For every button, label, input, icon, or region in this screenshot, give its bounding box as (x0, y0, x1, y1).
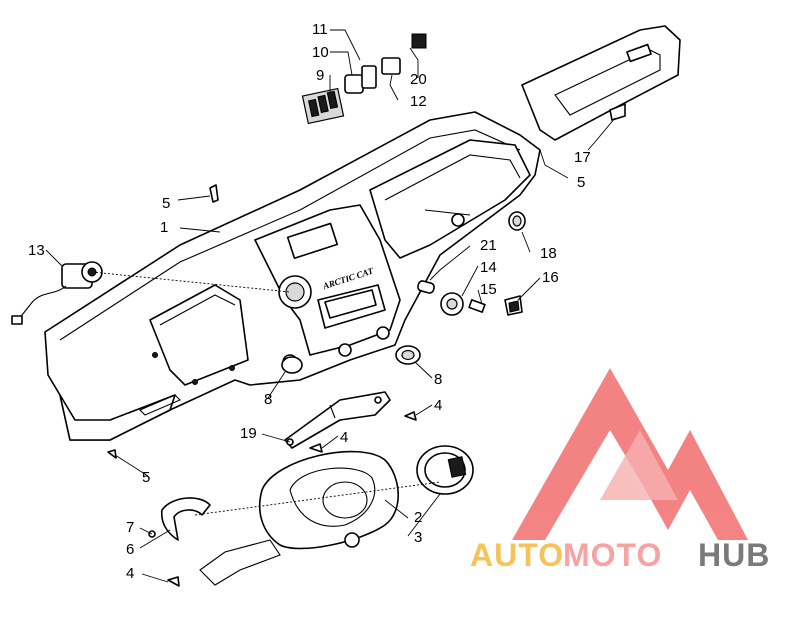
callout-17: 17 (574, 149, 591, 166)
callout-4-bottom: 4 (126, 565, 134, 582)
callout-7: 7 (126, 519, 134, 536)
callout-1: 1 (160, 219, 168, 236)
watermark-hub: HUB (698, 537, 770, 573)
callout-labels: 11 10 9 20 12 17 5 1 5 13 21 18 14 15 16… (28, 21, 591, 582)
watermark-moto: MOTO (563, 537, 662, 573)
callout-16: 16 (542, 269, 559, 286)
fasteners (107, 184, 219, 459)
callout-3: 3 (414, 529, 422, 546)
callout-15: 15 (480, 281, 497, 298)
callout-19: 19 (240, 425, 257, 442)
callout-18: 18 (540, 245, 557, 262)
speedometer-gauge (416, 445, 474, 495)
gauge-bezel (148, 497, 211, 541)
key-switch (11, 261, 103, 325)
dashboard-panel: ARCTIC CAT (44, 111, 541, 441)
callout-13: 13 (28, 242, 45, 259)
callout-11: 11 (312, 21, 328, 38)
callout-8-right: 8 (434, 371, 442, 388)
top-cover (521, 25, 681, 141)
callout-12: 12 (410, 93, 427, 110)
callout-4-right: 4 (434, 397, 442, 414)
callout-9: 9 (316, 67, 324, 84)
callout-4-mid: 4 (340, 429, 348, 446)
callout-2: 2 (414, 509, 422, 526)
leader-lines (45, 29, 616, 583)
callout-6: 6 (126, 541, 134, 558)
callout-20: 20 (410, 71, 427, 88)
callout-21: 21 (480, 237, 497, 254)
callout-8-left: 8 (264, 391, 272, 408)
callout-10: 10 (312, 44, 329, 61)
small-parts (417, 211, 526, 316)
callout-5-top: 5 (162, 195, 170, 212)
callout-14: 14 (480, 259, 497, 276)
callout-5-bottom: 5 (142, 469, 150, 486)
watermark-text: AUTO MOTO HUB (470, 537, 770, 573)
knobs (281, 345, 421, 374)
callout-5-right: 5 (577, 174, 585, 191)
mount-bracket (167, 391, 417, 587)
instrument-cover (199, 450, 399, 586)
switch-panel-parts (301, 33, 427, 125)
watermark-logo (512, 368, 748, 540)
watermark-auto: AUTO (470, 537, 564, 573)
